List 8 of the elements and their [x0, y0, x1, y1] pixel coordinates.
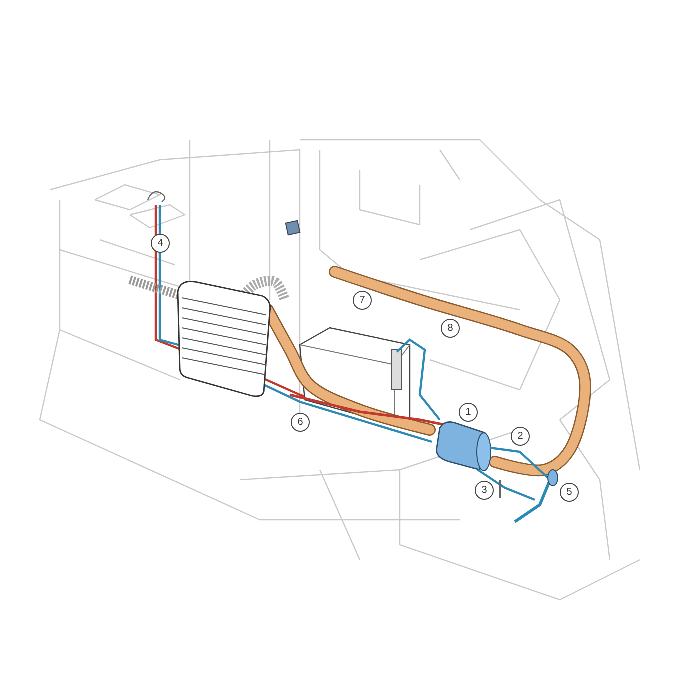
callout-number: 6 — [291, 413, 310, 432]
callout-number: 5 — [560, 483, 579, 502]
callout-number: 4 — [151, 234, 170, 253]
callout-number: 3 — [475, 481, 494, 500]
callout-number: 1 — [459, 403, 478, 422]
callout-number: 7 — [353, 291, 372, 310]
callout-number: 8 — [441, 319, 460, 338]
callout-number: 2 — [511, 427, 530, 446]
